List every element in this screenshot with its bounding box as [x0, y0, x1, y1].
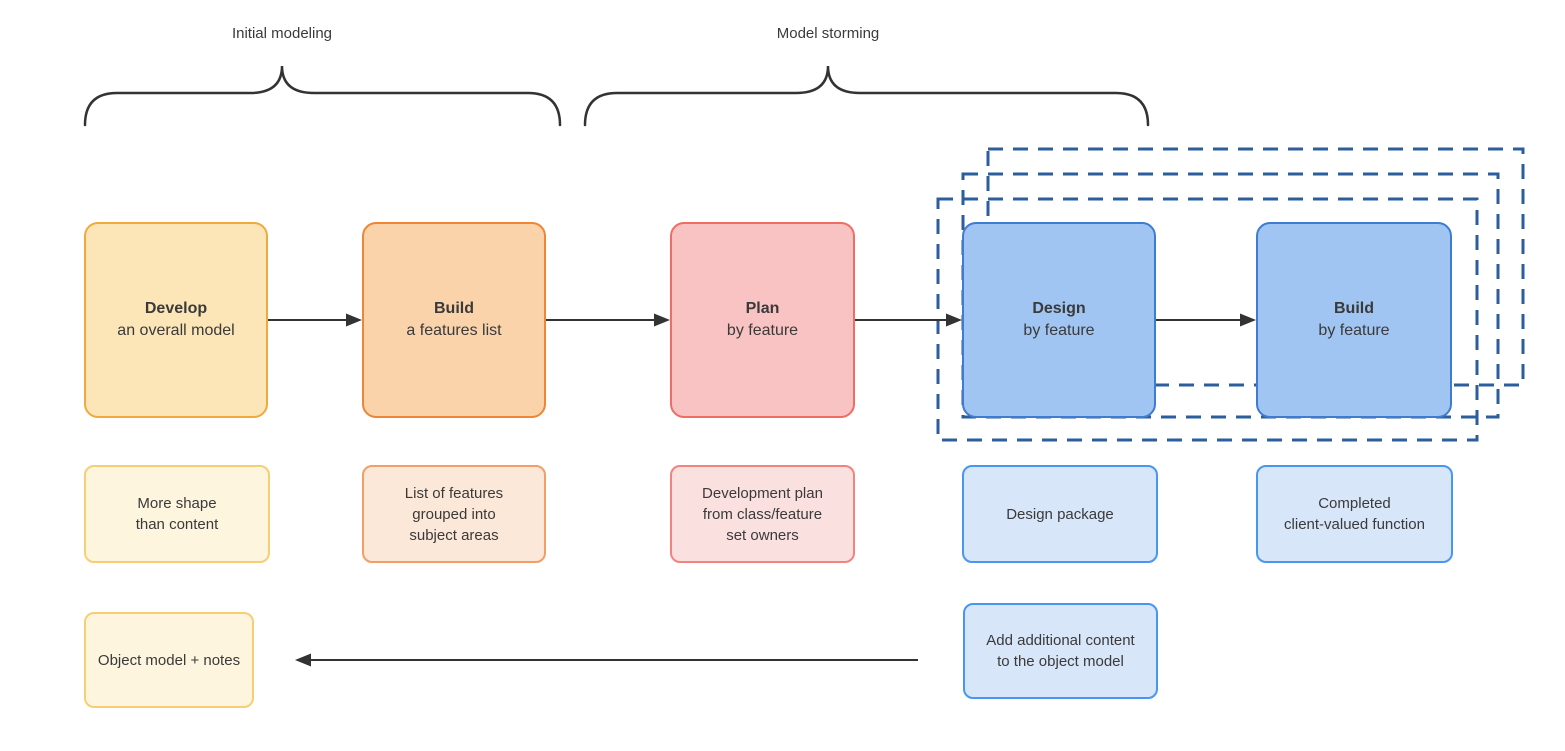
step-title: Build — [434, 300, 474, 317]
step-box-build-features-list: Build a features list — [362, 222, 546, 418]
iteration-frame-back — [986, 147, 1525, 387]
arrow-build-to-plan — [546, 313, 670, 327]
step-subtitle: by feature — [1318, 322, 1390, 339]
step-subtitle: an overall model — [117, 322, 235, 339]
brace-model-storming — [583, 65, 1150, 127]
phase-label-model-storming: Model storming — [776, 25, 880, 42]
output-box-development-plan: Development plan from class/feature set … — [670, 465, 855, 563]
step-title: Develop — [144, 300, 208, 317]
step-box-develop-overall-model: Develop an overall model — [84, 222, 268, 418]
step-box-design-by-feature: Design by feature — [962, 222, 1156, 418]
step-box-plan-by-feature: Plan by feature — [670, 222, 855, 418]
output-box-completed-function: Completed client-valued function — [1256, 465, 1453, 563]
arrow-add-content-to-object-model — [295, 653, 918, 667]
step-subtitle: a features list — [406, 322, 502, 339]
artifact-box-object-model: Object model + notes — [84, 612, 254, 708]
arrow-plan-to-design — [855, 313, 962, 327]
output-box-design-package: Design package — [962, 465, 1158, 563]
step-subtitle: by feature — [726, 322, 799, 339]
output-box-more-shape: More shape than content — [84, 465, 270, 563]
step-title: Plan — [745, 300, 780, 317]
arrow-design-to-build — [1156, 313, 1256, 327]
artifact-box-add-content: Add additional content to the object mod… — [963, 603, 1158, 699]
output-box-features-list: List of features grouped into subject ar… — [362, 465, 546, 563]
brace-initial-modeling — [83, 65, 562, 127]
step-box-build-by-feature: Build by feature — [1256, 222, 1452, 418]
arrow-develop-to-build — [268, 313, 362, 327]
step-title: Design — [1032, 300, 1086, 317]
step-title: Build — [1334, 300, 1374, 317]
phase-label-initial-modeling: Initial modeling — [231, 25, 333, 42]
step-subtitle: by feature — [1023, 322, 1095, 339]
